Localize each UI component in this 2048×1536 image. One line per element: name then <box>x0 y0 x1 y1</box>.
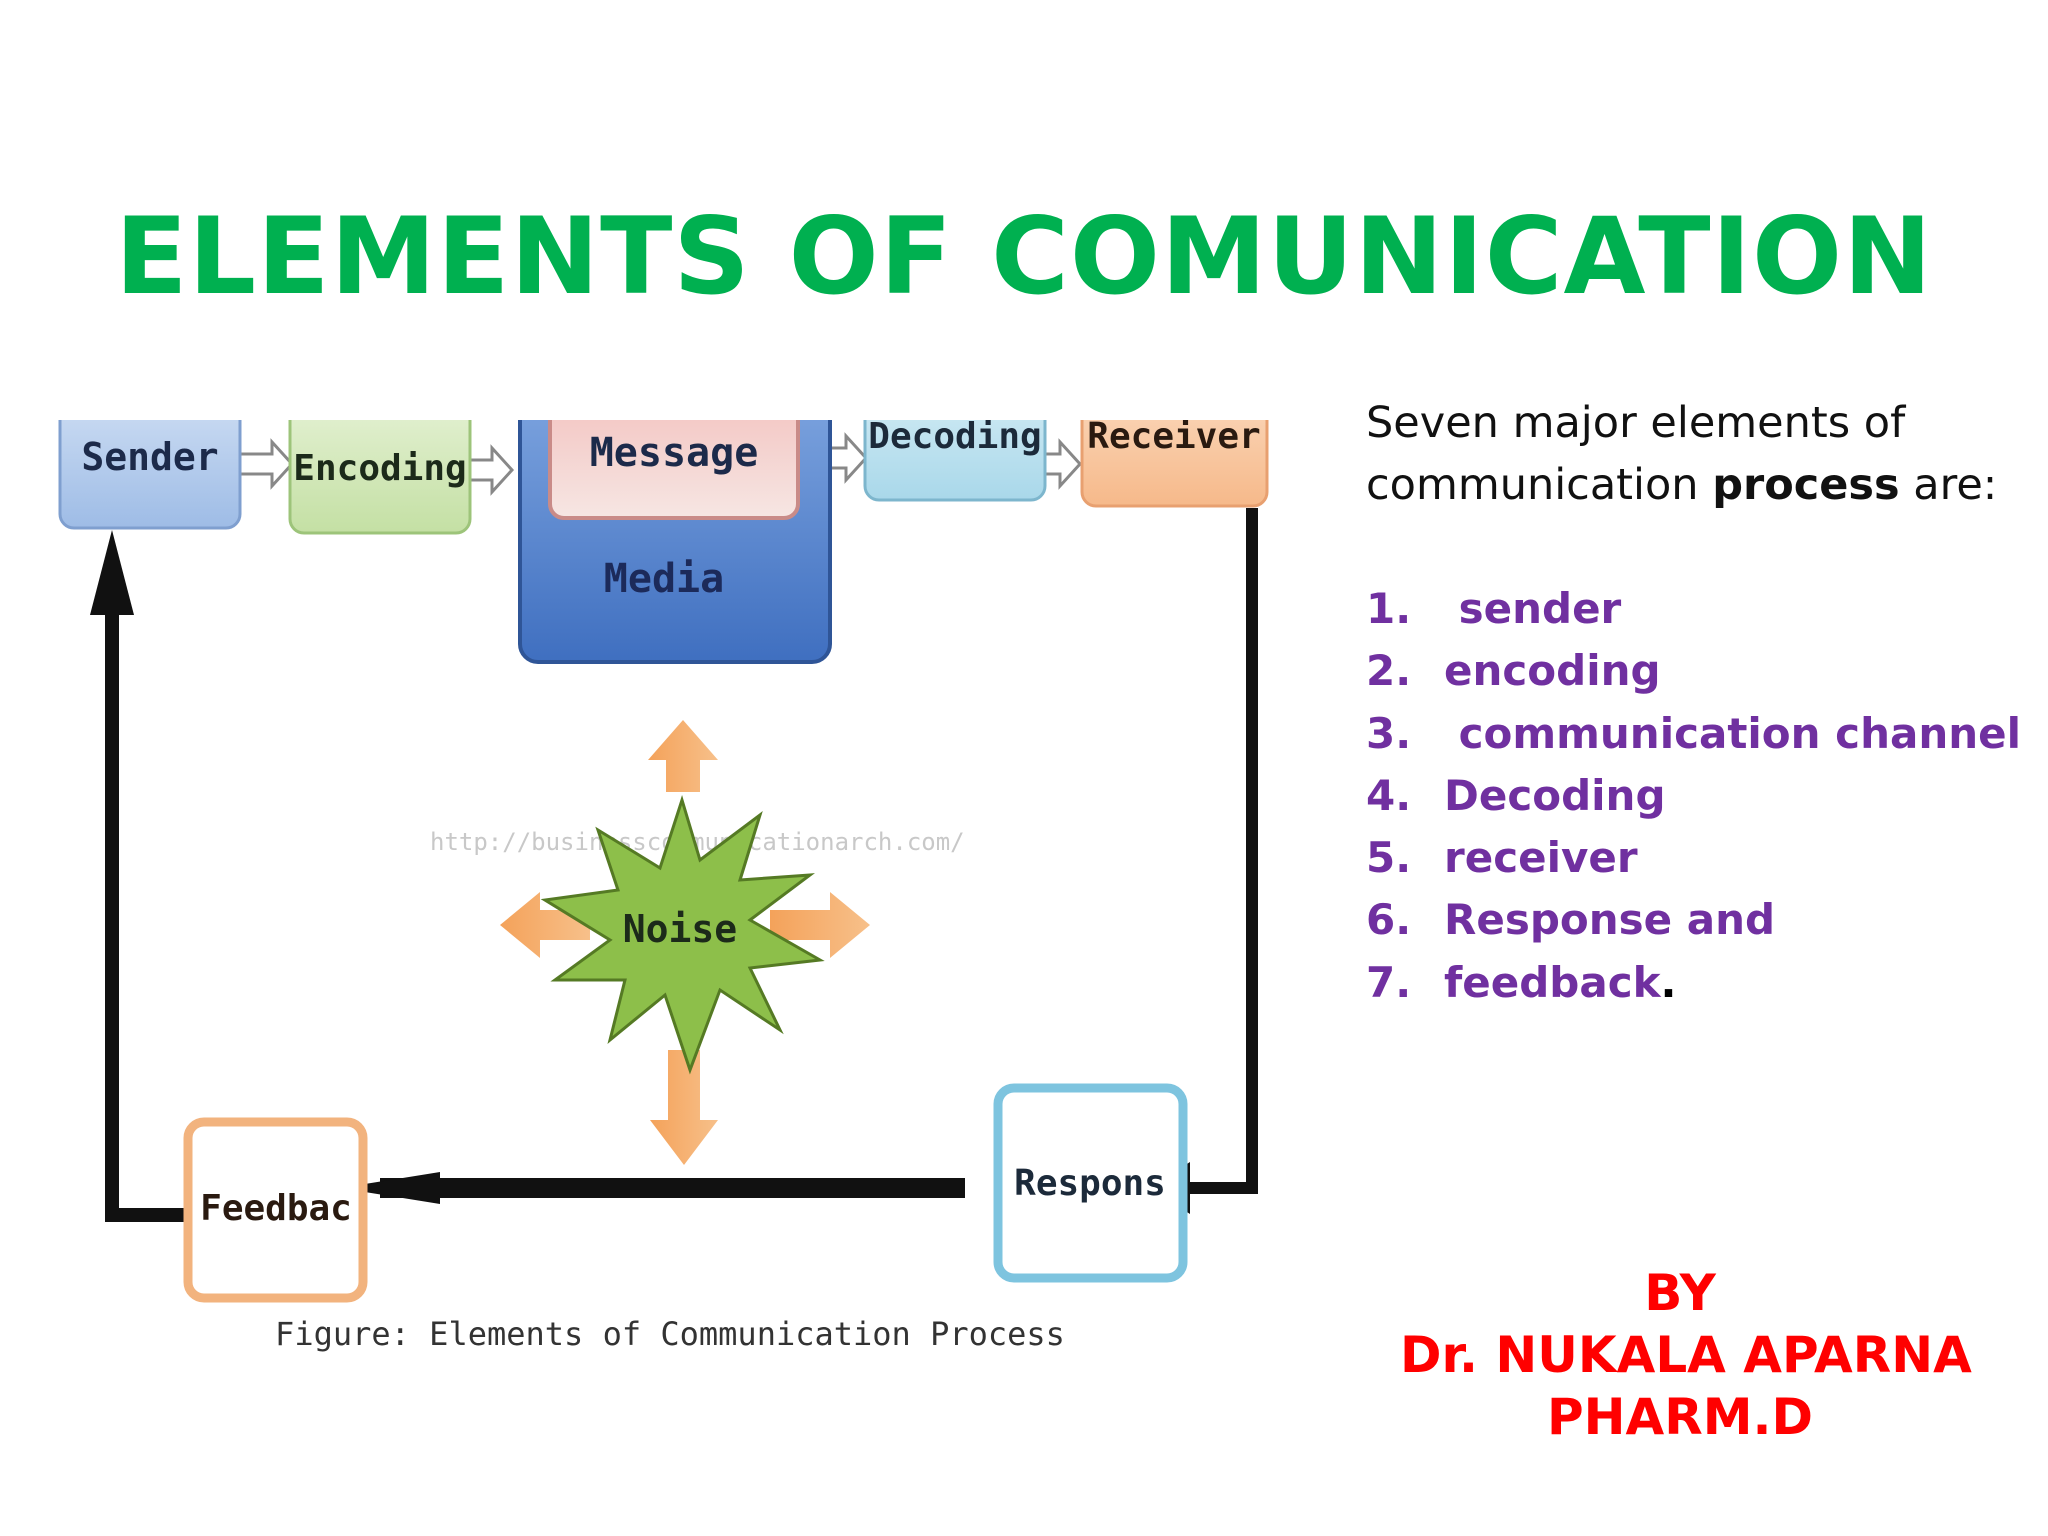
feedback-label: Feedbac <box>200 1188 352 1229</box>
list-number: 5. <box>1366 833 1412 883</box>
slide-title: ELEMENTS OF COMUNICATION <box>115 195 1933 318</box>
list-item: 5. receiver <box>1366 827 2026 889</box>
receiver-box: Receiver <box>1080 420 1269 508</box>
author-degree: PHARM.D <box>1547 1388 1813 1446</box>
list-trailing-period: . <box>1660 957 1677 1007</box>
media-label: Media <box>604 556 724 602</box>
receiver-label: Receiver <box>1087 420 1260 457</box>
intro-line-2-bold: process <box>1712 460 1900 510</box>
noise-arrow-right <box>770 892 870 958</box>
list-text: communication channel <box>1444 708 2022 758</box>
noise-arrow-up <box>648 720 718 792</box>
sender-box: Sender <box>58 420 242 530</box>
list-item: 7. feedback. <box>1366 952 2026 1014</box>
intro-text: Seven major elements of communication pr… <box>1366 392 2006 516</box>
figure-caption: Figure: Elements of Communication Proces… <box>275 1315 1065 1353</box>
intro-line-1: Seven major elements of <box>1366 398 1906 448</box>
sender-label: Sender <box>81 435 218 479</box>
list-number: 2. <box>1366 646 1412 696</box>
list-text: receiver <box>1444 833 1638 883</box>
media-box: Message Media <box>518 420 832 664</box>
noise-arrow-left <box>500 892 590 958</box>
communication-process-diagram: Sender Encoding Message Media Decoding R… <box>58 420 1269 1353</box>
response-box: Respons <box>993 1083 1188 1283</box>
arrow-into-feedback <box>340 1172 440 1204</box>
list-text: encoding <box>1444 646 1661 696</box>
list-text: Decoding <box>1444 770 1666 820</box>
encoding-label: Encoding <box>293 448 466 489</box>
decoding-label: Decoding <box>868 420 1041 457</box>
intro-line-2-post: are: <box>1899 460 1998 510</box>
list-number: 3. <box>1366 708 1412 758</box>
flow-arrows-top <box>238 432 1083 496</box>
list-item: 1. sender <box>1366 578 2026 640</box>
feedback-loop <box>90 508 1258 1222</box>
list-item: 6. Response and <box>1366 889 2026 951</box>
arrow-encoding-message <box>463 444 515 496</box>
arrow-into-sender <box>90 530 134 615</box>
list-item: 4. Decoding <box>1366 765 2026 827</box>
line-feedback-to-sender <box>105 560 190 1222</box>
decoding-box: Decoding <box>863 420 1047 502</box>
list-item: 2. encoding <box>1366 640 2026 702</box>
message-label: Message <box>590 430 759 476</box>
arrow-sender-encoding <box>238 438 295 490</box>
list-number: 7. <box>1366 957 1412 1007</box>
intro-line-2-pre: communication <box>1366 460 1699 510</box>
author-by: BY <box>1644 1264 1716 1322</box>
line-receiver-to-response <box>1180 508 1258 1194</box>
noise-arrow-down <box>650 1050 718 1165</box>
elements-list: 1. sender 2. encoding 3. communication ch… <box>1366 578 2026 1014</box>
list-text: feedback <box>1444 957 1661 1007</box>
list-text: Response and <box>1444 895 1776 945</box>
list-item: 3. communication channel <box>1366 703 2026 765</box>
response-label: Respons <box>1014 1163 1166 1204</box>
feedback-box: Feedbac <box>183 1117 368 1303</box>
noise-label: Noise <box>623 907 737 951</box>
list-number: 1. <box>1366 584 1412 633</box>
encoding-box: Encoding <box>288 420 472 535</box>
list-number: 4. <box>1366 770 1412 820</box>
noise-element: Noise <box>500 720 870 1165</box>
intro-line-2: communication process are: <box>1366 454 2006 516</box>
author-block: BY Dr. NUKALA APARNA PHARM.D <box>1400 1262 1972 1448</box>
author-name: Dr. NUKALA APARNA <box>1400 1326 1972 1384</box>
list-number: 6. <box>1366 895 1412 945</box>
list-text: sender <box>1444 584 1622 633</box>
noise-burst <box>540 794 825 1075</box>
